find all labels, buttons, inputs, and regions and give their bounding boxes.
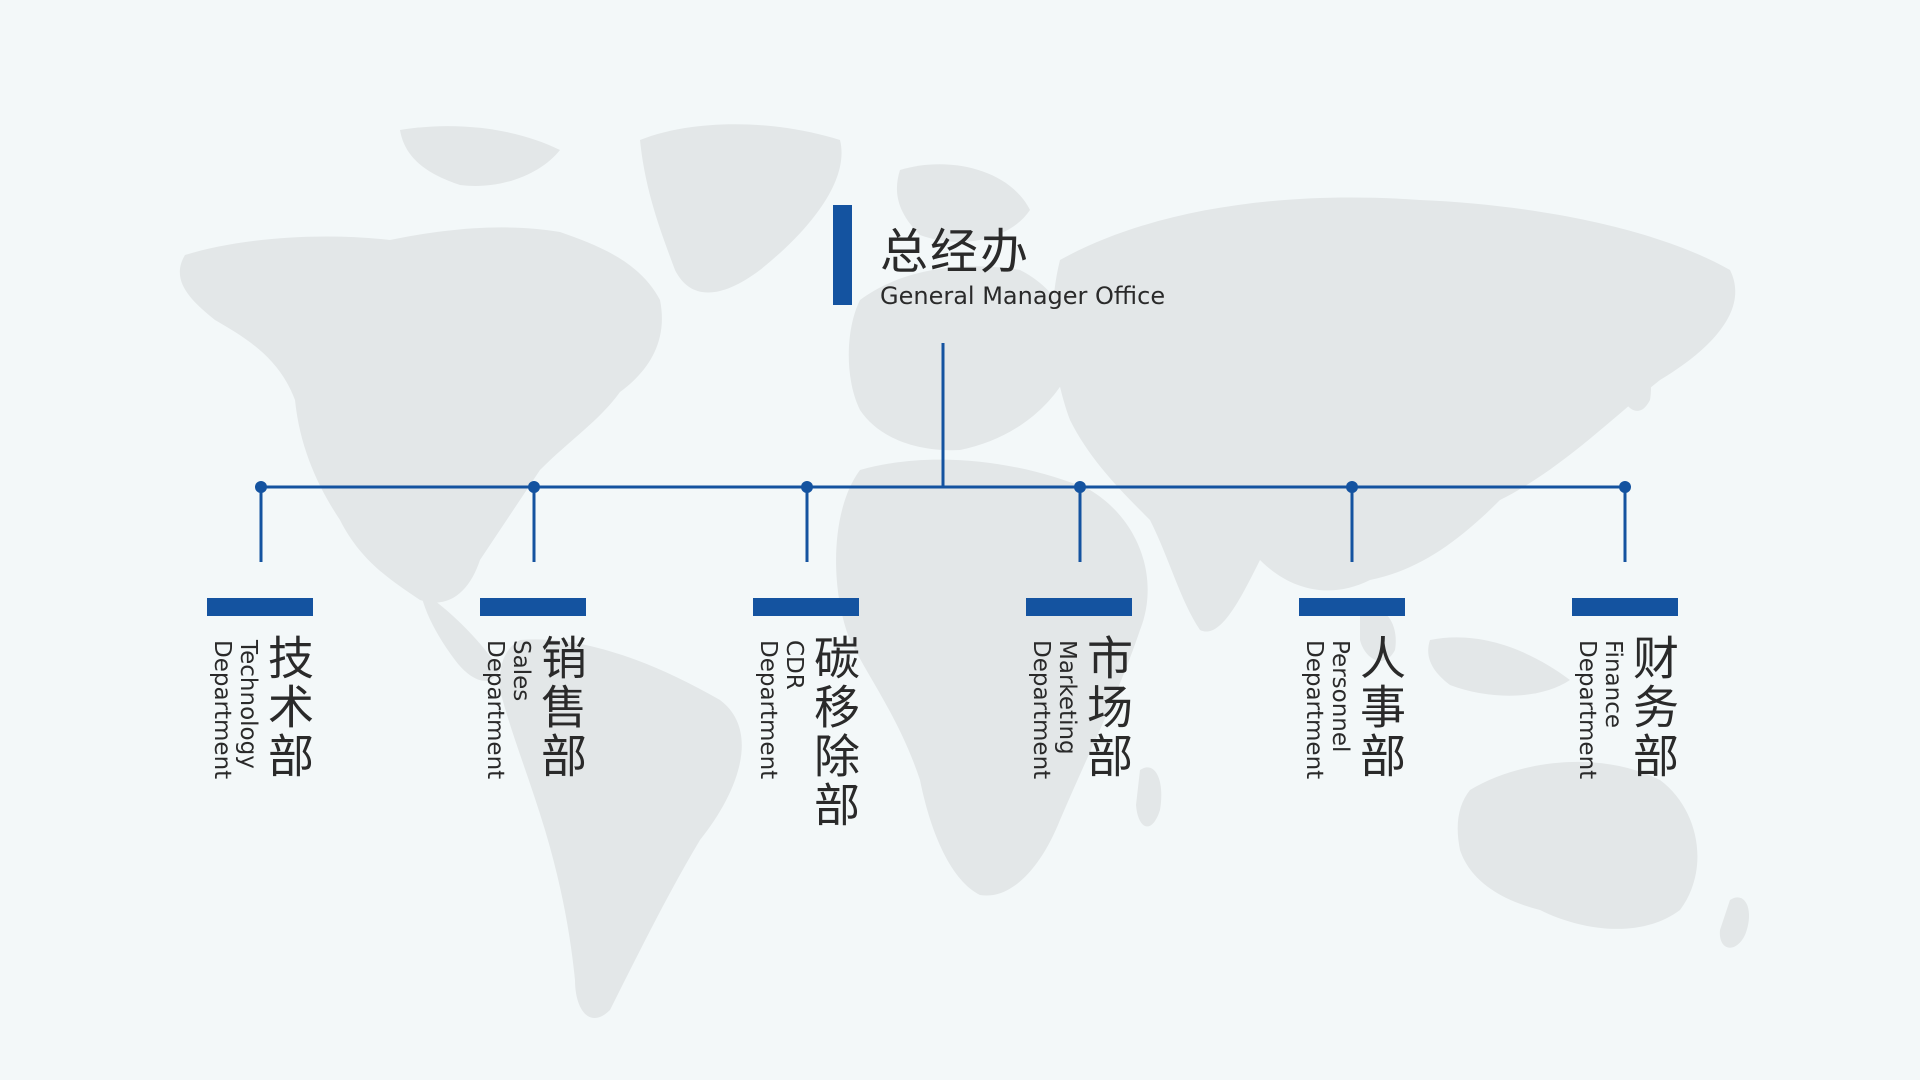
- dept-name-zh: 碳移除部: [807, 634, 861, 830]
- dept-accent-bar: [1299, 598, 1405, 616]
- dept-cdr: 碳移除部 CDR Department: [753, 598, 861, 858]
- dept-marketing: 市场部 Marketing Department: [1026, 598, 1134, 858]
- dept-accent-bar: [207, 598, 313, 616]
- node-dot-sales: [528, 481, 540, 493]
- head-accent-bar: [833, 205, 852, 305]
- dept-name-en: Marketing Department: [1028, 640, 1080, 780]
- dept-name-zh: 财务部: [1626, 634, 1680, 781]
- dept-accent-bar: [753, 598, 859, 616]
- dept-name-zh: 人事部: [1353, 634, 1407, 781]
- dept-sales: 销售部 Sales Department: [480, 598, 588, 858]
- dept-name-zh: 市场部: [1080, 634, 1134, 781]
- dept-name-en: Sales Department: [482, 640, 534, 780]
- dept-technology: 技术部 Technology Department: [207, 598, 315, 858]
- node-dot-personnel: [1346, 481, 1358, 493]
- dept-name-zh: 销售部: [534, 634, 588, 781]
- dept-name-en: Technology Department: [209, 640, 261, 780]
- dept-name-zh: 技术部: [261, 634, 315, 781]
- dept-finance: 财务部 Finance Department: [1572, 598, 1680, 858]
- dept-accent-bar: [1572, 598, 1678, 616]
- node-dot-marketing: [1074, 481, 1086, 493]
- dept-accent-bar: [480, 598, 586, 616]
- node-dot-technology: [255, 481, 267, 493]
- head-title-zh: 总经办: [880, 224, 1031, 280]
- head-title-en: General Manager Office: [880, 282, 1166, 310]
- dept-personnel: 人事部 Personnel Department: [1299, 598, 1407, 858]
- dept-name-en: Personnel Department: [1301, 640, 1353, 780]
- dept-name-en: Finance Department: [1574, 640, 1626, 780]
- node-dot-finance: [1619, 481, 1631, 493]
- dept-name-en: CDR Department: [755, 640, 807, 780]
- node-dot-cdr: [801, 481, 813, 493]
- dept-accent-bar: [1026, 598, 1132, 616]
